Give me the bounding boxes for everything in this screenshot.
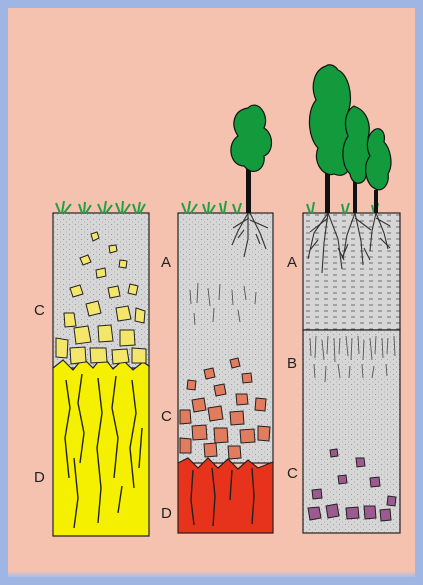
profile-3-grass	[307, 202, 378, 213]
profile-3-horizon-label-a: A	[287, 254, 297, 271]
profile-1-bedrock	[53, 356, 149, 536]
profile-1-horizon-label-c: C	[34, 302, 45, 319]
profile-2-horizon-label-d: D	[161, 505, 172, 522]
diagram-frame: C D A C D A B C	[8, 8, 415, 577]
soil-profile-3	[303, 65, 400, 533]
profile-2-grass	[182, 201, 241, 213]
profile-2-horizon-label-c: C	[161, 408, 172, 425]
soil-profiles-diagram: C D A C D A B C	[8, 8, 415, 577]
profile-1-horizon-label-d: D	[34, 469, 45, 486]
soil-profile-2	[178, 105, 273, 533]
profile-3-horizon-label-b: B	[287, 355, 297, 372]
soil-profile-1	[53, 201, 149, 536]
profile-2-horizon-label-a: A	[161, 254, 171, 271]
profile-2-bedrock	[178, 458, 273, 533]
profile-1-grass	[56, 201, 145, 213]
profile-3-horizon-label-c: C	[287, 465, 298, 482]
profile-3-topsoil-layer	[303, 213, 400, 330]
profile-3-subsoil-layer	[303, 330, 400, 533]
